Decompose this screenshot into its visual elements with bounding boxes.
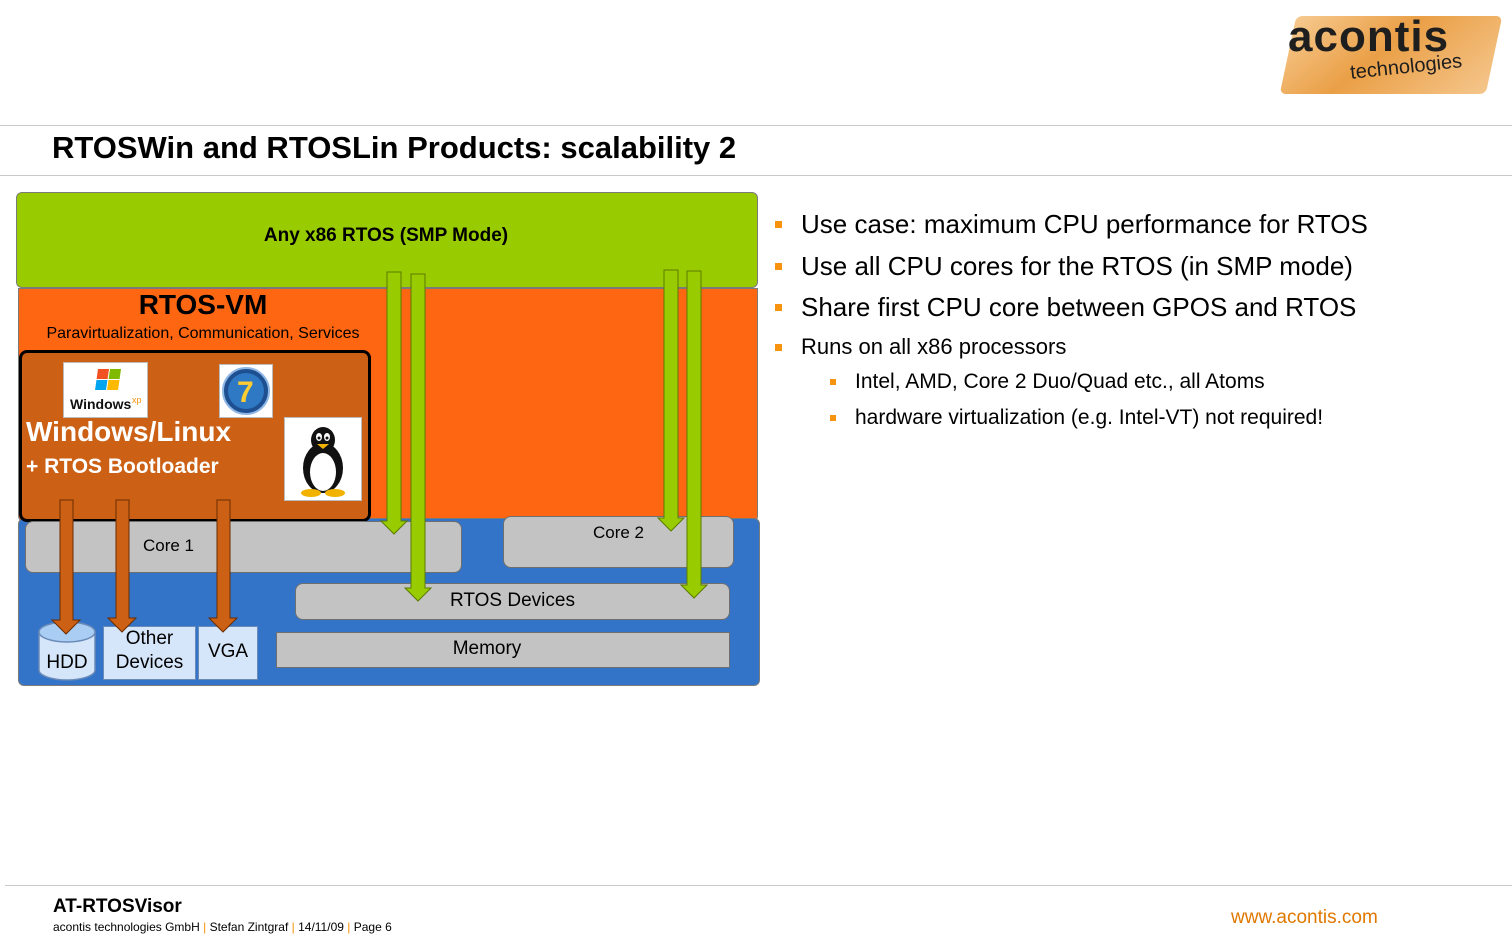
footer-page: Page 6	[353, 920, 392, 934]
footer-company: acontis technologies GmbH	[53, 920, 200, 934]
bullet-marker-icon	[775, 263, 782, 270]
header-rule-top	[0, 125, 1512, 126]
linux-tux-logo-icon	[284, 417, 362, 501]
memory-label: Memory	[452, 638, 522, 659]
bullet-marker-icon	[775, 304, 782, 311]
core-1-box: Core 1	[25, 521, 462, 573]
rtos-layer-label: Any x86 RTOS (SMP Mode)	[263, 225, 509, 246]
vga-label: VGA	[207, 641, 249, 662]
gpos-bootloader-label: + RTOS Bootloader	[26, 455, 219, 478]
bullet-text: hardware virtualization (e.g. Intel-VT) …	[855, 406, 1324, 429]
bullet-marker-icon	[830, 379, 836, 385]
rtos-vm-title: RTOS-VM	[138, 289, 268, 320]
rtos-vm-subtitle: Paravirtualization, Communication, Servi…	[46, 325, 360, 342]
svg-text:Windows: Windows	[70, 396, 132, 412]
footer-meta: acontis technologies GmbH | Stefan Zintg…	[53, 920, 392, 934]
other-devices-label-line2: Devices	[115, 652, 184, 673]
bullet-text: Use case: maximum CPU performance for RT…	[801, 209, 1368, 239]
logo-wordmark: acontis	[1288, 12, 1450, 61]
footer-author: Stefan Zintgraf	[209, 920, 289, 934]
acontis-logo: acontis technologies	[1279, 6, 1504, 98]
svg-text:xp: xp	[132, 395, 142, 405]
hdd-label: HDD	[46, 652, 88, 673]
core-2-label: Core 2	[592, 523, 645, 542]
bullet-text: Intel, AMD, Core 2 Duo/Quad etc., all At…	[855, 370, 1265, 393]
svg-text:7: 7	[237, 376, 254, 409]
bullet-text: Use all CPU cores for the RTOS (in SMP m…	[801, 251, 1353, 281]
rtos-devices-box: RTOS Devices	[295, 583, 730, 620]
windows-xp-logo-icon: Windows xp	[63, 362, 148, 418]
bullet-text: Runs on all x86 processors	[801, 334, 1067, 359]
header-rule-bottom	[0, 175, 1512, 176]
bullet-marker-icon	[775, 221, 782, 228]
core-1-label: Core 1	[142, 536, 195, 555]
memory-box: Memory	[276, 632, 730, 668]
other-devices-label-line1: Other	[125, 628, 174, 649]
bullet-marker-icon	[775, 344, 782, 351]
footer-date: 14/11/09	[298, 920, 344, 934]
rtos-devices-label: RTOS Devices	[450, 590, 575, 611]
other-devices-box: Other Devices	[103, 626, 196, 680]
windows-7-logo-icon: 7	[219, 364, 273, 418]
slide-title: RTOSWin and RTOSLin Products: scalabilit…	[52, 130, 737, 165]
core-2-box: Core 2	[503, 516, 734, 568]
footer-url-link[interactable]: www.acontis.com	[1231, 907, 1378, 928]
footer-rule	[5, 885, 1512, 886]
gpos-title: Windows/Linux	[26, 416, 232, 447]
footer-product: AT-RTOSVisor	[53, 896, 182, 917]
bullet-marker-icon	[830, 415, 836, 421]
bullet-text: Share first CPU core between GPOS and RT…	[801, 292, 1357, 322]
vga-box: VGA	[198, 626, 258, 680]
